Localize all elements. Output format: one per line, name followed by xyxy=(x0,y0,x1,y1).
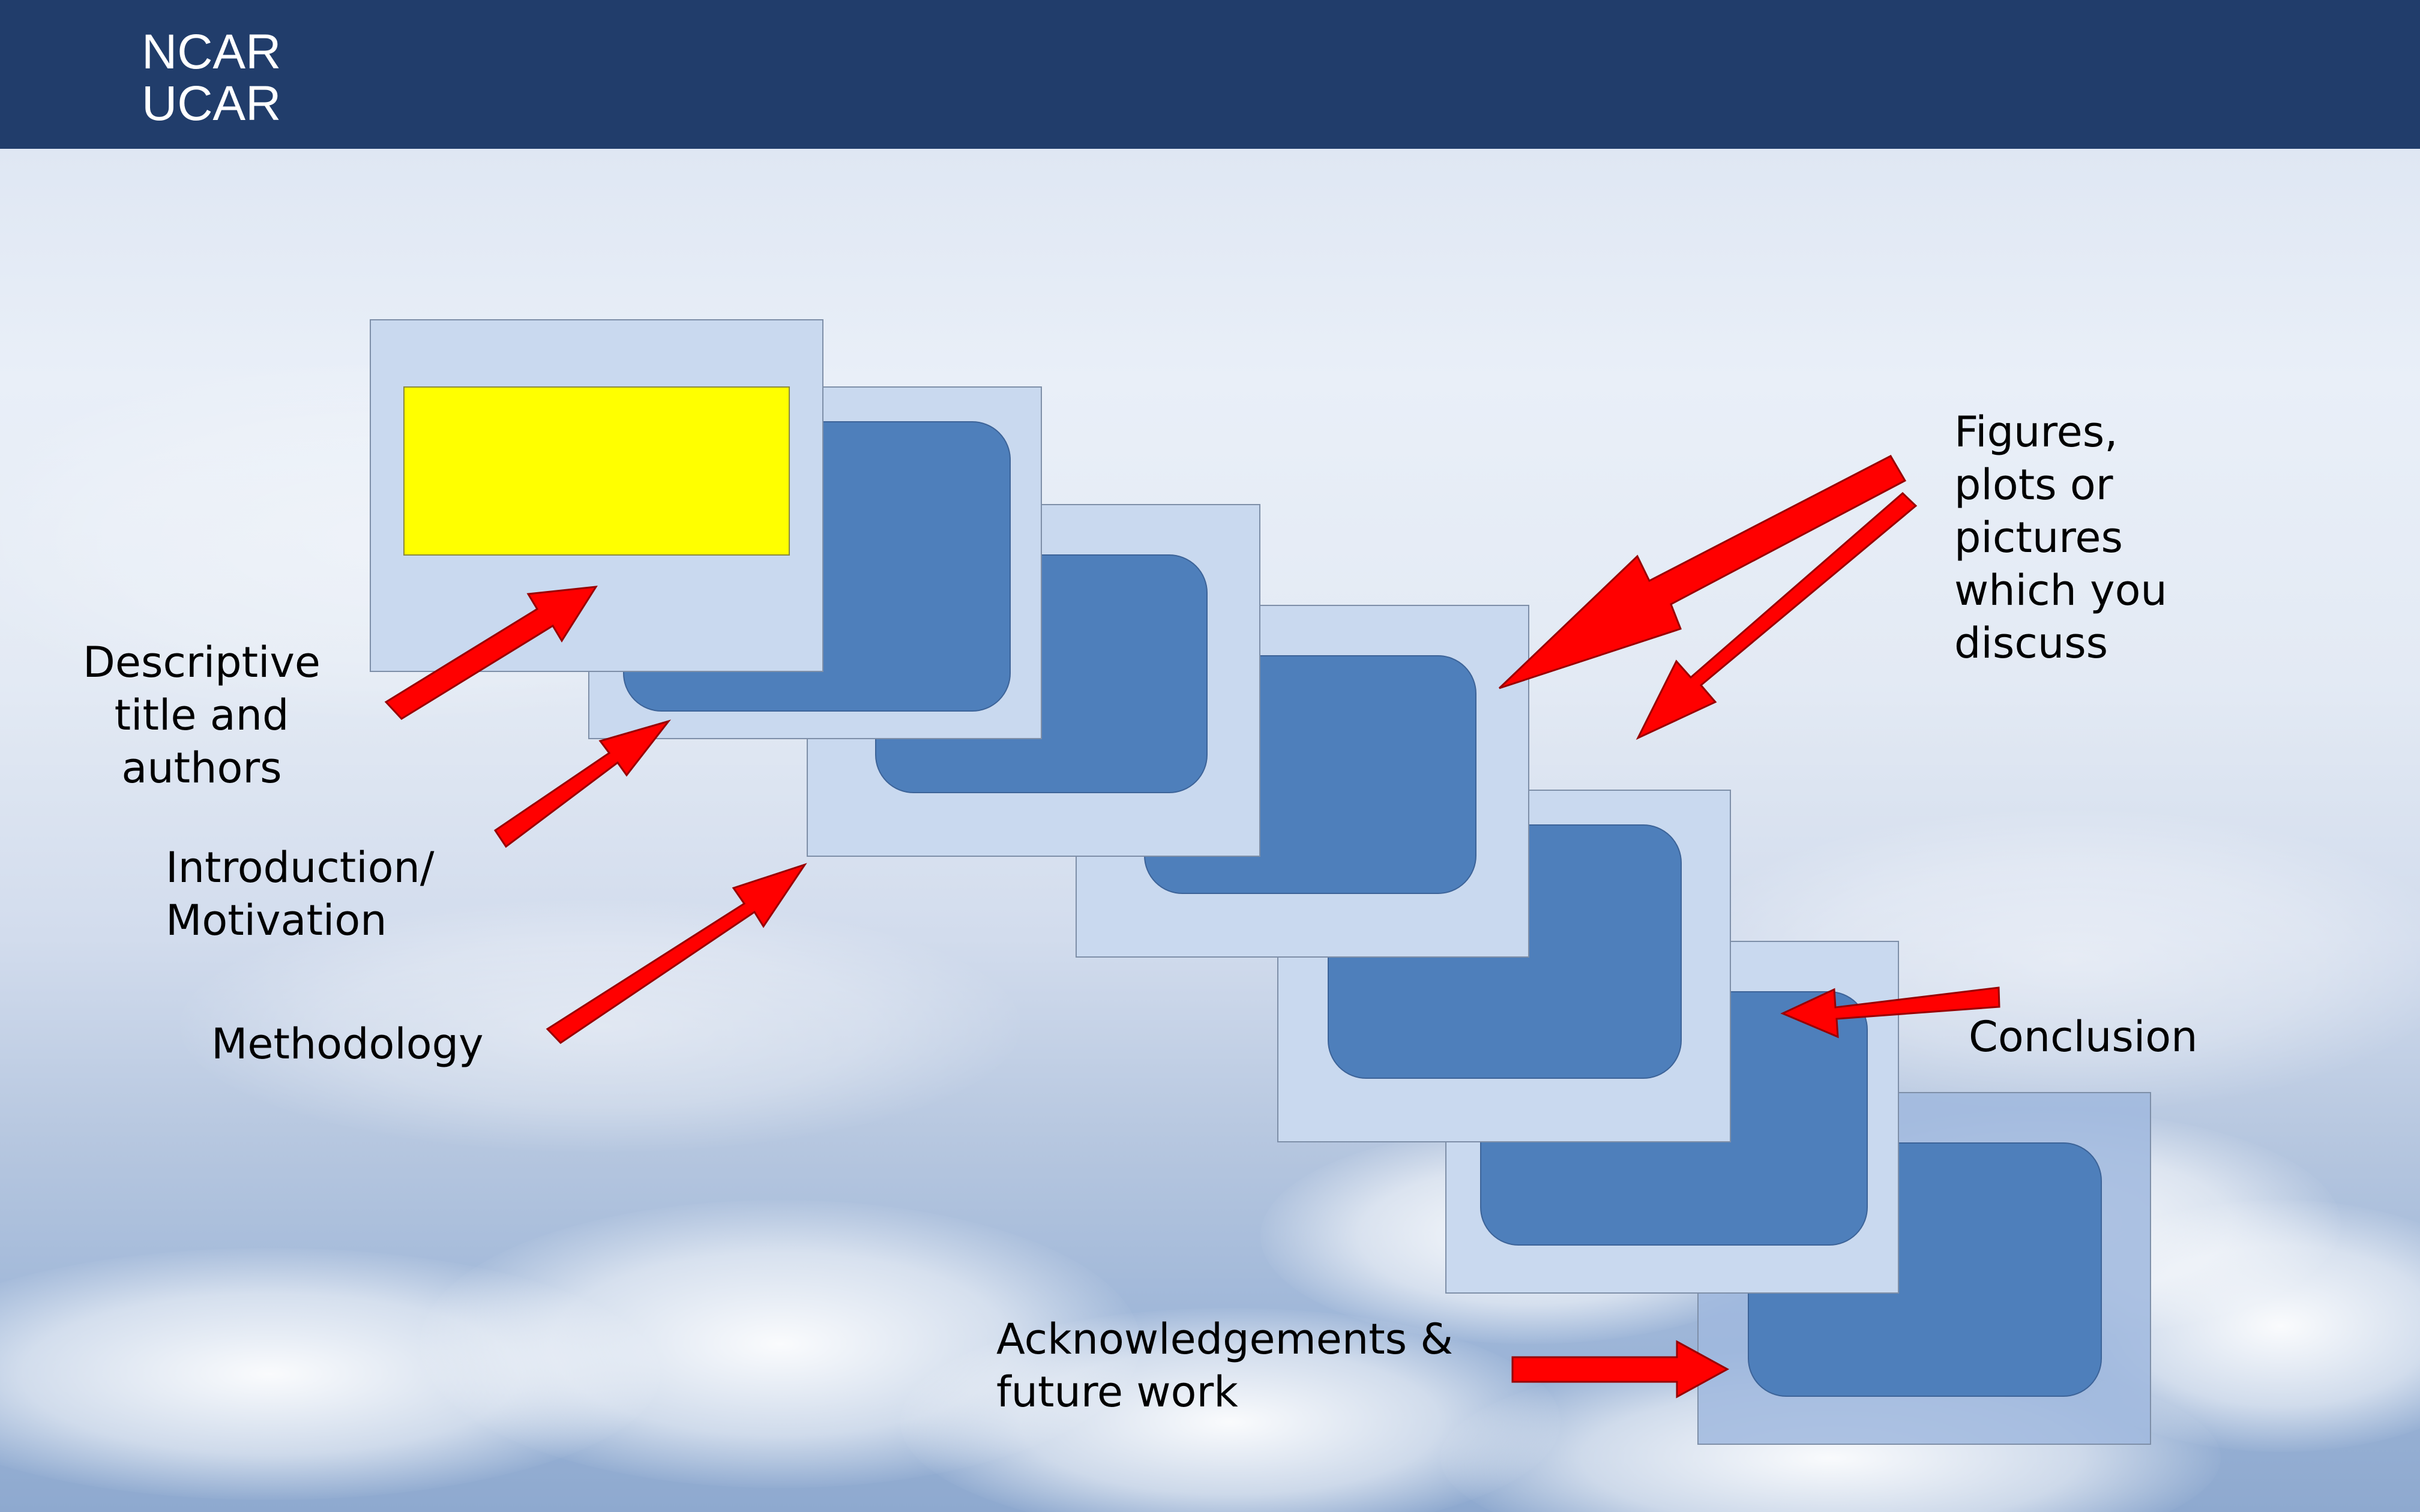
label-acknowledgements: Acknowledgements & future work xyxy=(996,1313,1453,1418)
label-line: title and xyxy=(114,691,289,740)
arrow-methodology xyxy=(546,863,807,1044)
label-line: Conclusion xyxy=(1969,1012,2198,1061)
arrow-figures-upper xyxy=(1498,455,1907,689)
arrow-conclusion xyxy=(1780,986,2000,1039)
label-line: Figures, xyxy=(1954,407,2118,457)
label-introduction: Introduction/ Motivation xyxy=(166,841,434,947)
arrow-descriptive xyxy=(384,586,598,720)
logo-ncar: NCAR xyxy=(142,25,281,79)
label-methodology: Methodology xyxy=(211,1018,484,1070)
header-bar xyxy=(0,0,2420,149)
label-line: pictures xyxy=(1954,513,2123,562)
label-line: which you xyxy=(1954,566,2167,615)
logo: NCAR UCAR xyxy=(142,26,281,130)
label-descriptive: Descriptive title and authors xyxy=(82,636,322,794)
arrow-figures-lower xyxy=(1636,491,1918,740)
label-line: Motivation xyxy=(166,896,387,945)
label-line: future work xyxy=(996,1367,1238,1417)
label-line: Descriptive xyxy=(83,638,321,687)
label-line: authors xyxy=(121,743,282,793)
label-conclusion: Conclusion xyxy=(1969,1010,2197,1063)
label-line: Methodology xyxy=(211,1019,484,1069)
slide-panel-title xyxy=(370,319,823,672)
logo-ucar: UCAR xyxy=(142,76,281,131)
label-line: Acknowledgements & xyxy=(996,1315,1453,1364)
label-line: Introduction/ xyxy=(166,843,435,892)
title-box xyxy=(403,386,790,556)
label-line: plots or xyxy=(1954,460,2113,509)
label-line: discuss xyxy=(1954,619,2108,668)
arrow-acknowledgements xyxy=(1511,1340,1730,1399)
cloud xyxy=(180,900,1020,1152)
label-figures: Figures, plots or pictures which you dis… xyxy=(1954,406,2167,670)
arrow-introduction xyxy=(493,719,672,848)
